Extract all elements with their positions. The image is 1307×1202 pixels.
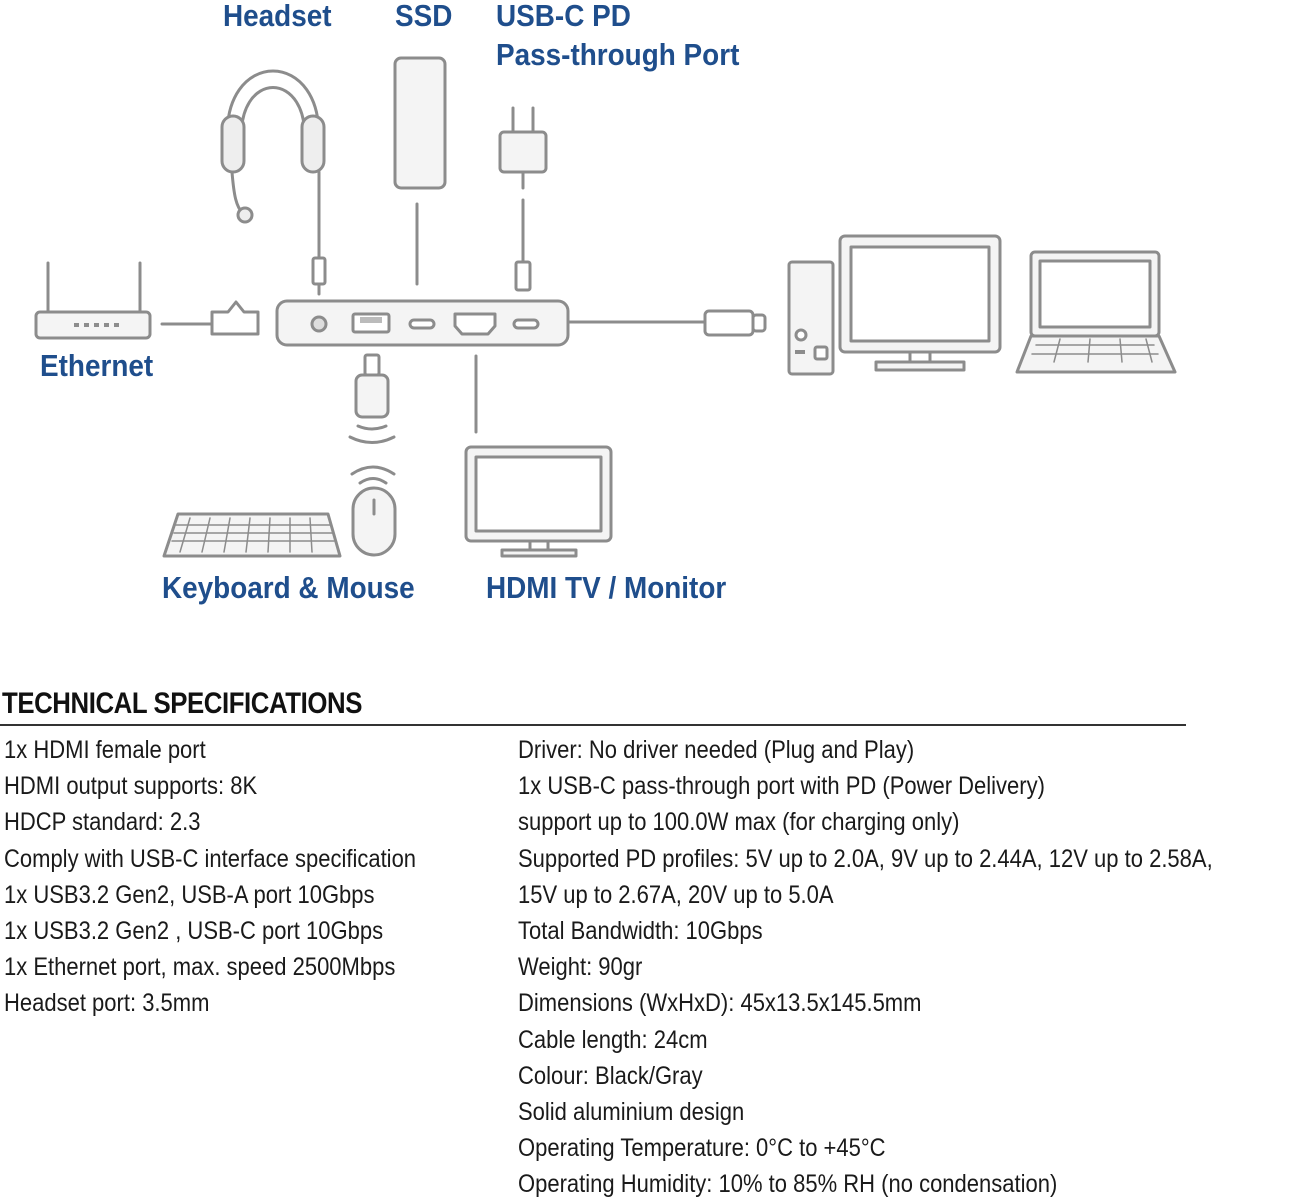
desktop-monitor-icon xyxy=(838,234,1002,372)
laptop-icon xyxy=(1015,250,1177,374)
product-diagram-page: Headset SSD USB-C PD Pass-through Port E… xyxy=(0,0,1213,1198)
router-icon xyxy=(34,261,152,340)
spec-item: Operating Humidity: 10% to 85% RH (no co… xyxy=(518,1170,1058,1199)
spec-item: Headset port: 3.5mm xyxy=(4,989,210,1018)
connection-diagram xyxy=(34,56,1177,558)
hdmi-monitor-icon xyxy=(464,354,613,558)
specs-divider xyxy=(0,724,1186,726)
spec-item: 1x Ethernet port, max. speed 2500Mbps xyxy=(4,953,396,982)
spec-item: Operating Temperature: 0°C to +45°C xyxy=(518,1134,886,1163)
wireless-dongle-icon xyxy=(354,353,390,419)
spec-item: Supported PD profiles: 5V up to 2.0A, 9V… xyxy=(518,844,1213,873)
specs-title: TECHNICAL SPECIFICATIONS xyxy=(2,687,362,720)
usb-c-hub-device xyxy=(275,299,570,347)
headset-icon xyxy=(220,69,327,296)
usb-c-plug-cable-icon xyxy=(566,309,767,337)
spec-item: Total Bandwidth: 10Gbps xyxy=(518,916,763,945)
spec-item: Comply with USB-C interface specificatio… xyxy=(4,844,417,873)
desktop-tower-icon xyxy=(787,260,835,376)
spec-item: Weight: 90gr xyxy=(518,953,643,982)
mouse-icon xyxy=(351,486,397,557)
spec-item: Cable length: 24cm xyxy=(518,1025,708,1054)
label-pass-through-port: Pass-through Port xyxy=(496,37,740,72)
spec-item: 1x USB-C pass-through port with PD (Powe… xyxy=(518,772,1045,801)
ethernet-cable-icon xyxy=(160,300,260,336)
wireless-signal-icon xyxy=(348,424,396,485)
label-headset: Headset xyxy=(223,0,332,33)
label-hdmi-monitor: HDMI TV / Monitor xyxy=(486,570,727,605)
keyboard-icon xyxy=(162,512,342,558)
spec-item: 1x USB3.2 Gen2 , USB-C port 10Gbps xyxy=(4,916,384,945)
ssd-icon xyxy=(393,56,447,286)
spec-item: HDCP standard: 2.3 xyxy=(4,808,201,837)
label-keyboard-mouse: Keyboard & Mouse xyxy=(162,570,415,605)
power-adapter-icon xyxy=(498,106,548,292)
spec-item: 1x USB3.2 Gen2, USB-A port 10Gbps xyxy=(4,880,375,909)
specs-right-column: Driver: No driver needed (Plug and Play)… xyxy=(518,732,1307,1202)
label-usbc-pd: USB-C PD xyxy=(496,0,631,33)
label-ssd: SSD xyxy=(395,0,453,33)
spec-item: HDMI output supports: 8K xyxy=(4,772,258,801)
spec-item: 15V up to 2.67A, 20V up to 5.0A xyxy=(518,880,834,909)
spec-item: Solid aluminium design xyxy=(518,1097,745,1126)
spec-item: Dimensions (WxHxD): 45x13.5x145.5mm xyxy=(518,989,922,1018)
spec-item: support up to 100.0W max (for charging o… xyxy=(518,808,960,837)
label-ethernet: Ethernet xyxy=(40,348,154,383)
spec-item: 1x HDMI female port xyxy=(4,736,206,764)
spec-item: Driver: No driver needed (Plug and Play) xyxy=(518,736,915,764)
spec-item: Colour: Black/Gray xyxy=(518,1061,703,1090)
specs-left-column: 1x HDMI female port HDMI output supports… xyxy=(4,732,472,1022)
